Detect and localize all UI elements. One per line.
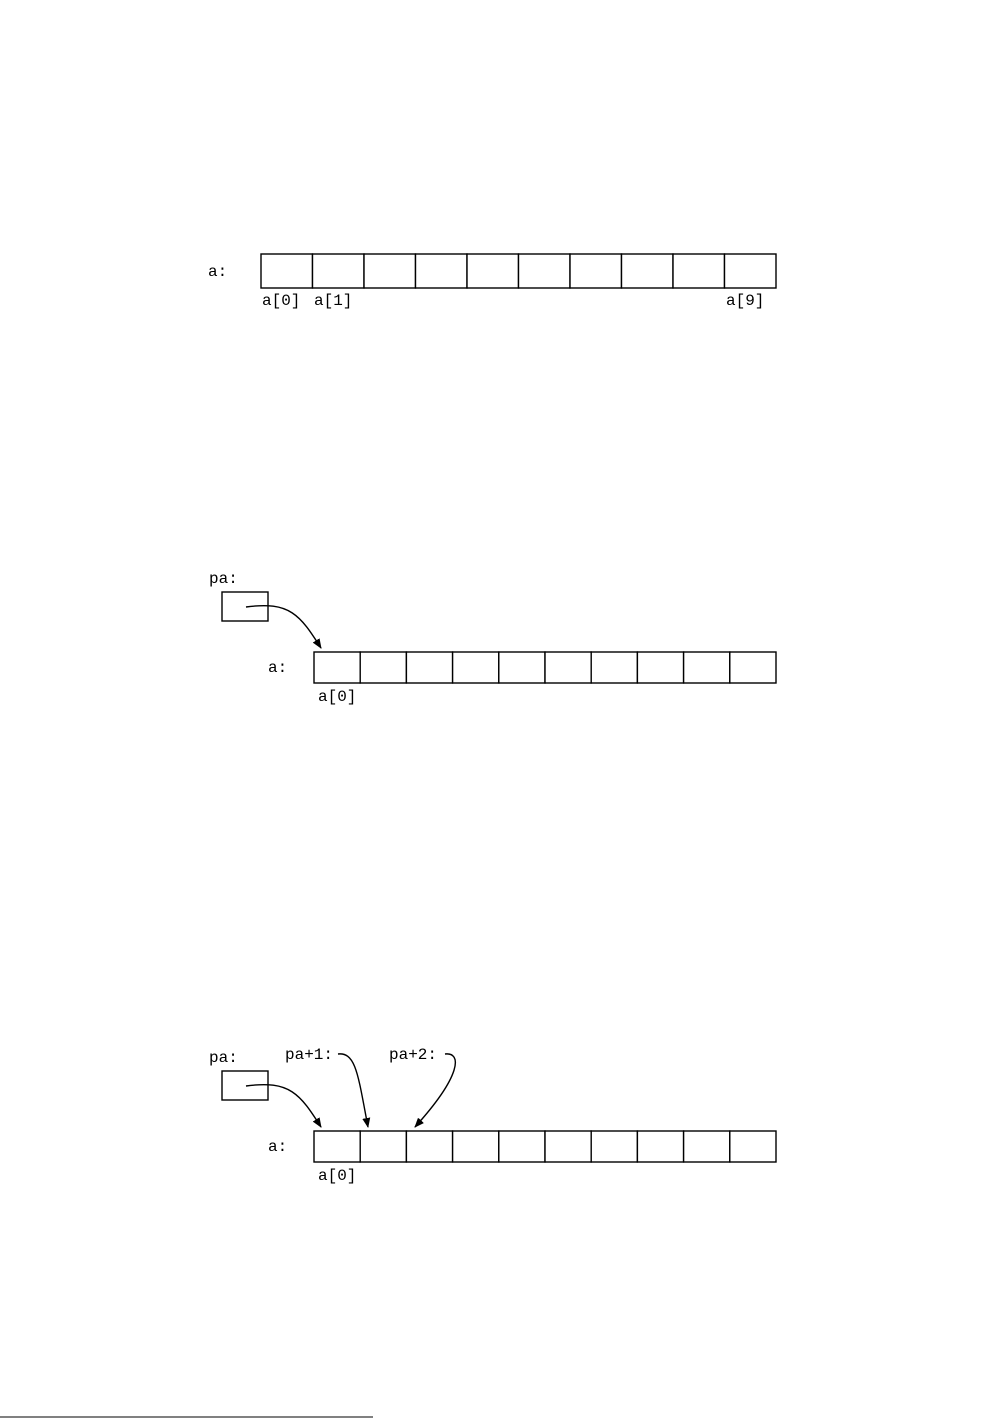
array-cell-8 (684, 652, 730, 683)
array-a-cells (314, 652, 776, 683)
array-cell-6 (591, 652, 637, 683)
array-cell-9 (730, 652, 776, 683)
array-cell-1 (360, 1131, 406, 1162)
array-cell-6 (570, 254, 622, 288)
figure-pointer-arithmetic: pa: pa+1: pa+2: a: a[0] (209, 1046, 776, 1185)
pointer-label: pa: (209, 1049, 238, 1067)
index-label-a0: a[0] (318, 1167, 356, 1185)
array-label: a: (268, 1138, 287, 1156)
array-cell-3 (453, 652, 499, 683)
index-label-a0: a[0] (318, 688, 356, 706)
pointer-plus-1-arrow (338, 1054, 368, 1127)
index-label-a1: a[1] (314, 292, 352, 310)
array-cell-6 (591, 1131, 637, 1162)
array-cell-1 (313, 254, 365, 288)
index-label-a0: a[0] (262, 292, 300, 310)
pointer-plus-1-label: pa+1: (285, 1046, 333, 1064)
array-cell-2 (364, 254, 416, 288)
array-cell-2 (406, 1131, 452, 1162)
array-cell-7 (622, 254, 674, 288)
pointer-plus-2-label: pa+2: (389, 1046, 437, 1064)
array-cell-0 (314, 652, 360, 683)
array-cell-7 (637, 1131, 683, 1162)
array-a-cells (314, 1131, 776, 1162)
array-cell-4 (499, 1131, 545, 1162)
pointer-plus-2-arrow (415, 1054, 455, 1127)
array-cell-5 (545, 652, 591, 683)
pointer-box (222, 1071, 268, 1100)
array-label: a: (268, 659, 287, 677)
array-cell-5 (545, 1131, 591, 1162)
array-cell-9 (725, 254, 777, 288)
index-label-a9: a[9] (726, 292, 764, 310)
array-cell-9 (730, 1131, 776, 1162)
array-cell-3 (416, 254, 468, 288)
array-cell-0 (261, 254, 313, 288)
array-cell-8 (673, 254, 725, 288)
array-label: a: (208, 263, 227, 281)
array-cell-8 (684, 1131, 730, 1162)
array-cell-4 (467, 254, 519, 288)
array-cell-1 (360, 652, 406, 683)
array-cell-2 (406, 652, 452, 683)
array-cell-3 (453, 1131, 499, 1162)
array-a-cells (261, 254, 776, 288)
array-cell-7 (637, 652, 683, 683)
array-cell-5 (519, 254, 571, 288)
array-cell-0 (314, 1131, 360, 1162)
array-cell-4 (499, 652, 545, 683)
pointer-box (222, 592, 268, 621)
figure-array-declaration: a: a[0] a[1] a[9] (208, 254, 776, 310)
figure-pointer-to-array: pa: a: a[0] (209, 570, 776, 706)
pointer-label: pa: (209, 570, 238, 588)
